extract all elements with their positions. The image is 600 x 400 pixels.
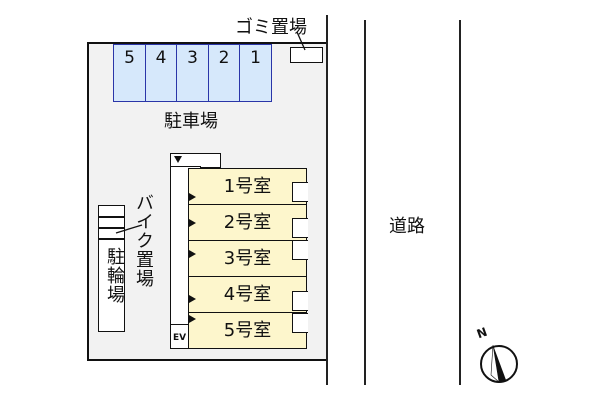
motorbike-parking-label: バイク置場 (133, 193, 154, 288)
room-3: 3号室 (188, 240, 307, 277)
north-compass-icon (480, 344, 518, 383)
room-label: 2号室 (223, 212, 272, 233)
road-label: 道路 (389, 216, 425, 237)
room-1: 1号室 (188, 168, 307, 205)
site-right-boundary-line (326, 15, 328, 385)
room-4: 4号室 (188, 276, 307, 313)
room-label: 5号室 (223, 320, 272, 341)
road-left-edge (364, 20, 366, 385)
bike-divider (98, 227, 125, 229)
parking-space: 1 (239, 44, 272, 102)
road-right-edge (459, 20, 461, 385)
bike-parking (98, 205, 125, 332)
room-label: 1号室 (223, 176, 272, 197)
parking-spaces: 5 4 3 2 1 (113, 44, 272, 102)
entrance-arrow-icon (189, 295, 196, 303)
elevator: EV (170, 324, 189, 349)
balcony (292, 218, 308, 238)
entrance-arrow-icon (189, 250, 196, 258)
parking-space: 2 (207, 44, 241, 102)
balcony (292, 182, 308, 202)
entrance-arrow-icon (189, 219, 196, 227)
parking-space: 5 (113, 44, 146, 102)
bike-divider (98, 238, 125, 240)
garbage-area (290, 47, 323, 63)
parking-space: 4 (144, 44, 178, 102)
bike-parking-label: 駐輪場 (104, 247, 125, 304)
balcony (292, 240, 308, 260)
parking-space: 3 (176, 44, 209, 102)
room-5: 5号室 (188, 312, 307, 349)
balcony (292, 313, 308, 333)
entrance-arrow-icon (189, 193, 196, 201)
balcony (292, 291, 308, 311)
room-label: 4号室 (223, 284, 272, 305)
down-arrow-icon (174, 156, 182, 163)
bike-divider (98, 216, 125, 218)
room-2: 2号室 (188, 204, 307, 241)
parking-label: 駐車場 (164, 111, 218, 132)
motorbike-leader-line (115, 224, 143, 234)
entrance-arrow-icon (189, 315, 196, 323)
garbage-leader-line (296, 31, 306, 51)
room-label: 3号室 (223, 248, 272, 269)
garbage-label: ゴミ置場 (235, 17, 307, 38)
